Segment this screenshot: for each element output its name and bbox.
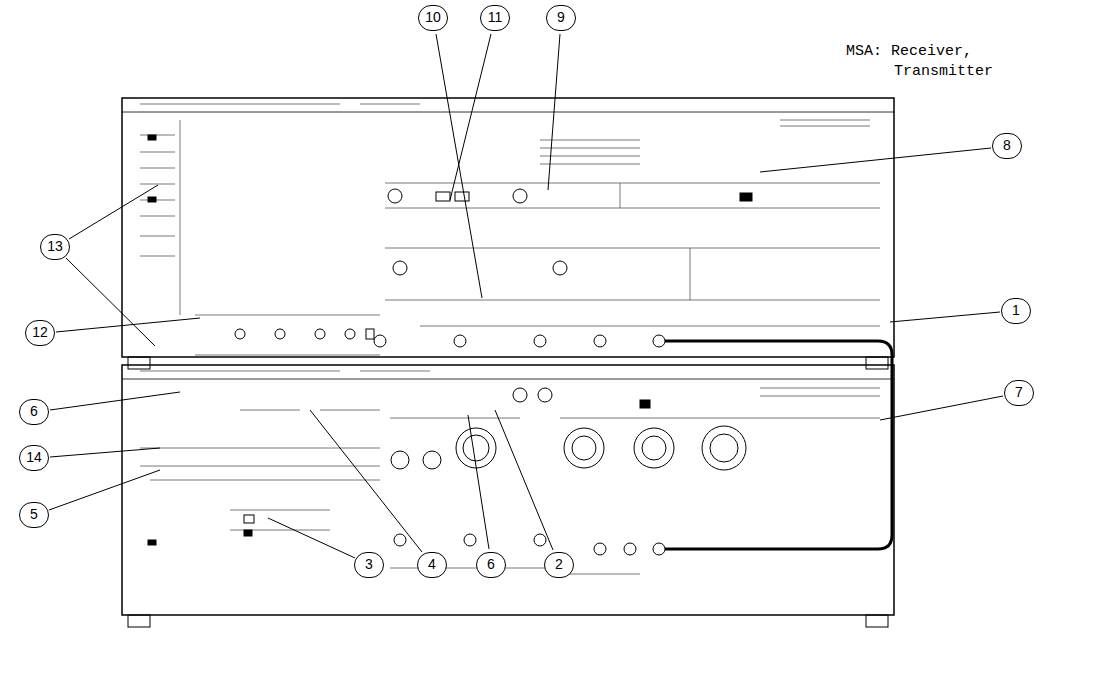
- callout-number: 8: [992, 133, 1022, 159]
- callout-number: 12: [25, 320, 55, 346]
- callout-number: 13: [40, 234, 70, 260]
- callout-number: 11: [480, 5, 510, 31]
- callout-number: 5: [19, 502, 49, 528]
- callout-number: 14: [19, 445, 49, 471]
- callout-number: 10: [418, 5, 448, 31]
- callout-number: 6: [19, 399, 49, 425]
- callout-number: 3: [354, 552, 384, 578]
- callout-number: 4: [417, 552, 447, 578]
- callout-number: 1: [1001, 298, 1031, 324]
- caption-note: MSA: Receiver, Transmitter: [846, 42, 1054, 82]
- callout-number: 6: [476, 552, 506, 578]
- callout-number: 9: [546, 5, 576, 31]
- callout-number: 2: [544, 552, 574, 578]
- callout-number: 7: [1004, 380, 1034, 406]
